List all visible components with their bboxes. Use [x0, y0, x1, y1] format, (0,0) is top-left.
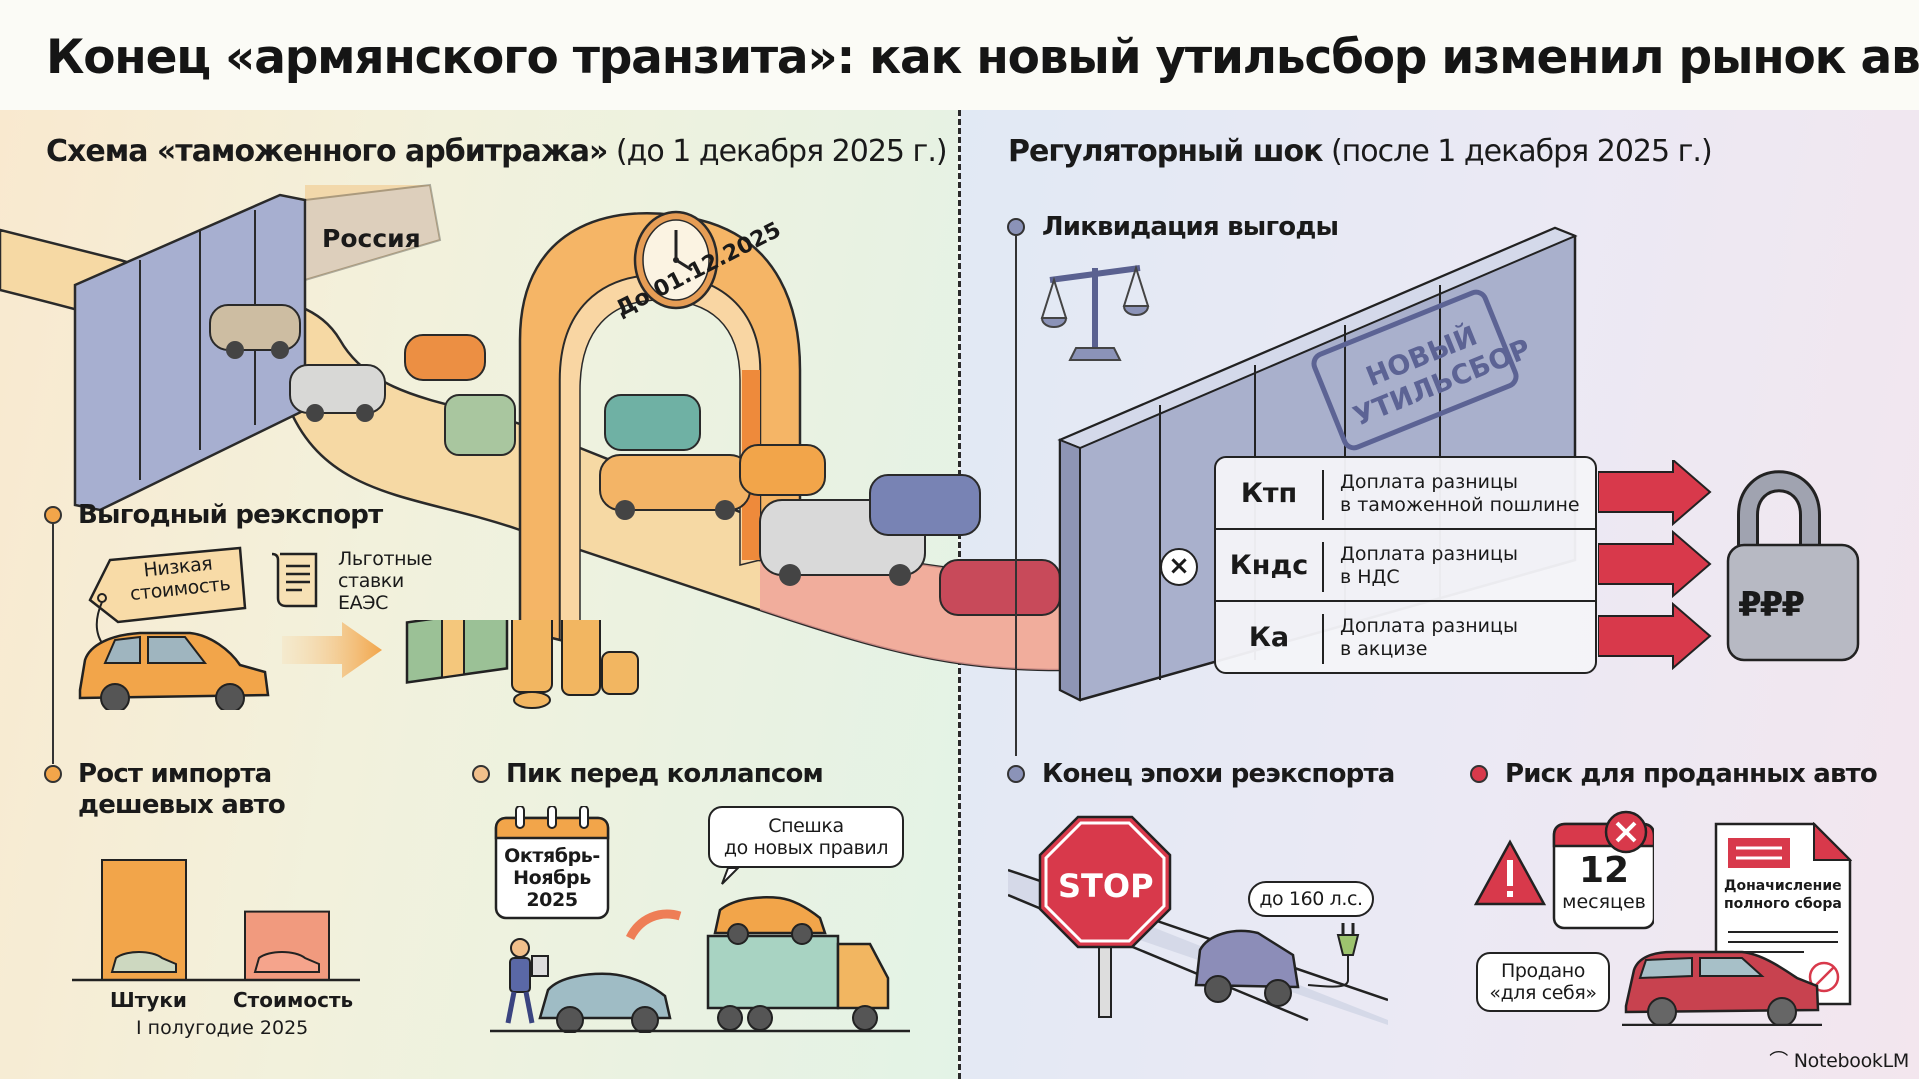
fee-code: Ка [1248, 622, 1290, 653]
coins-icon [511, 620, 639, 709]
red-arrow-icon [1598, 529, 1712, 599]
right-header-bold: Регуляторный шок [1008, 134, 1323, 169]
timeline-dot-slate-2 [1007, 765, 1025, 783]
bar-label-cost: Стоимость [233, 988, 354, 1012]
document-label: Доначисление полного сбора [1724, 878, 1842, 912]
bar-label-units: Штуки [110, 988, 187, 1012]
orange-car-icon [78, 631, 270, 710]
arrows-to-lock [1598, 460, 1860, 670]
logo-icon: ⌒ [1769, 1050, 1794, 1072]
red-suv-icon [1622, 950, 1822, 1026]
new-fee-stamp [1311, 289, 1519, 451]
red-arrow-icon [1598, 601, 1712, 670]
russia-border-wall [73, 193, 307, 512]
red-arrow-icon [1598, 460, 1712, 527]
sedan-icon [538, 972, 672, 1033]
timeline-dot-slate [1007, 218, 1025, 236]
russia-label: Россия [322, 224, 421, 253]
right-section-header: Регуляторный шок (после 1 декабря 2025 г… [1008, 134, 1713, 169]
fee-code: Кндс [1229, 550, 1309, 581]
end-era-title: Конец эпохи реэкспорта [1042, 759, 1395, 789]
truck-scene [490, 868, 910, 1033]
timeline-dot-orange [44, 506, 62, 524]
multiply-icon: × [1160, 548, 1198, 586]
arrow-right-icon [282, 622, 382, 678]
padlock-icon [1726, 470, 1860, 662]
risk-icons [1474, 810, 1654, 930]
stop-sign-label: STOP [1058, 867, 1154, 905]
price-tag-car [78, 546, 270, 710]
stop-sign-icon [1038, 815, 1172, 949]
eaeu-rates-label: Льготные ставки ЕАЭС [338, 548, 433, 614]
months-word: месяцев [1562, 891, 1646, 913]
lock-rubles-label: ₽₽₽ [1738, 585, 1805, 625]
car-icon [604, 394, 701, 451]
bar-car-icon [253, 951, 320, 973]
timeline-dot-orange-2 [44, 765, 62, 783]
car-icon [289, 364, 386, 414]
page-title: Конец «армянского транзита»: как новый у… [46, 30, 1919, 85]
chart-period-label: I полугодие 2025 [136, 1017, 309, 1039]
left-section-header: Схема «таможенного арбитража» (до 1 дека… [46, 134, 948, 169]
import-bar-chart [72, 859, 360, 982]
car-icon [404, 334, 486, 381]
sold-for-self-bubble: Продано «для себя» [1476, 952, 1610, 1012]
russia-label-panel [305, 185, 440, 280]
fee-code: Ктп [1240, 478, 1298, 509]
timeline-dot-peach [472, 765, 490, 783]
orange-car-on-truck-icon [713, 896, 827, 945]
price-tag-icon [88, 546, 247, 624]
cash-stack-icon [405, 620, 509, 684]
document-scroll-icon [272, 552, 318, 608]
car-icon [209, 304, 301, 351]
timeline-line-right [1015, 236, 1017, 756]
stop-scene [1008, 815, 1388, 1025]
calendar-period-label: Октябрь- Ноябрь 2025 [504, 845, 600, 911]
timeline-dot-red [1470, 765, 1488, 783]
liquidation-title: Ликвидация выгоды [1042, 212, 1339, 242]
risk-title: Риск для проданных авто [1505, 759, 1878, 789]
bar-car-icon [110, 951, 177, 973]
rush-speech-bubble: Спешка до новых правил [708, 806, 904, 868]
transit-road-illustration [0, 183, 1062, 672]
small-car-icon [1194, 929, 1300, 1007]
car-icon [444, 394, 516, 456]
profit-illustration [282, 620, 639, 709]
clock-icon [633, 210, 719, 310]
timeline-line [52, 524, 54, 764]
calendar-icon [494, 806, 610, 920]
left-header-bold: Схема «таможенного арбитража» [46, 134, 608, 169]
plug-icon [1307, 923, 1360, 988]
worker-icon [505, 938, 549, 1024]
russia-gate-beam [304, 183, 442, 282]
curved-arrow-icon [625, 909, 682, 941]
truck-icon [706, 934, 890, 1031]
notebooklm-logo: ⌒ NotebookLM [1769, 1050, 1909, 1072]
reexport-title: Выгодный реэкспорт [78, 500, 383, 530]
car-icon [869, 474, 981, 536]
peak-title: Пик перед коллапсом [506, 759, 824, 789]
left-header-sub: (до 1 декабря 2025 г.) [607, 134, 948, 169]
import-growth-title: Рост импорта дешевых авто [78, 759, 286, 820]
car-queue [209, 304, 1061, 616]
scales-icon [1040, 264, 1150, 361]
car-icon [739, 444, 826, 496]
right-header-sub: (после 1 декабря 2025 г.) [1322, 134, 1713, 169]
hp-limit-bubble: до 160 л.с. [1248, 881, 1374, 917]
months-number: 12 [1578, 850, 1630, 891]
